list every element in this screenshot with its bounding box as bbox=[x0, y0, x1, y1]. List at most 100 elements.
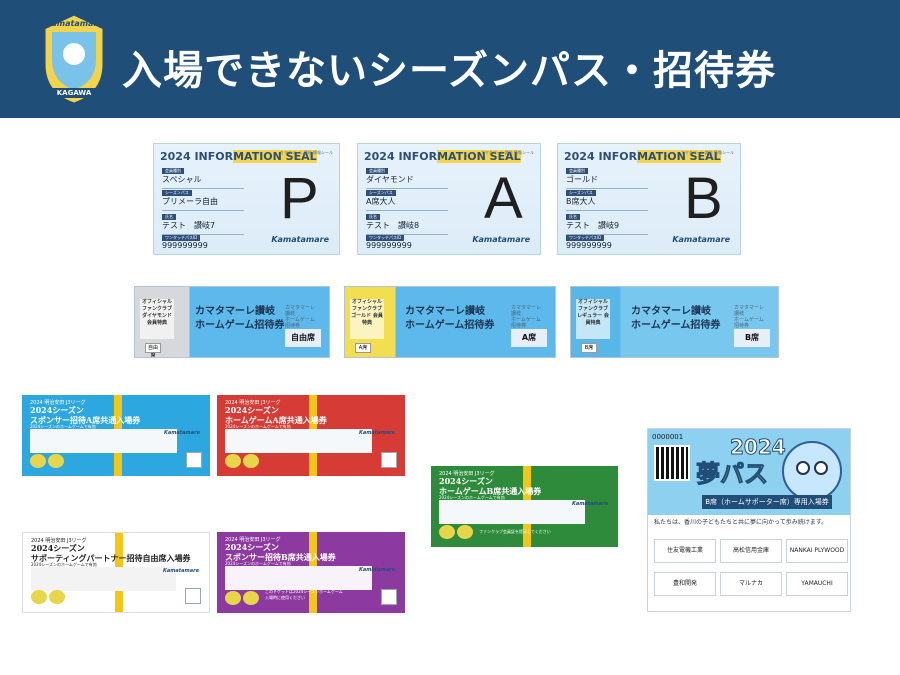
sponsor-league: 2024 明治安田 J3リーグ bbox=[31, 538, 87, 544]
seal-label: ワンタッチパスID bbox=[162, 235, 201, 241]
yume-title: 夢パス bbox=[696, 460, 769, 489]
seal-letter: P bbox=[280, 166, 319, 231]
seal-value: テスト 讃岐7 bbox=[162, 220, 244, 235]
fanclub-side-text: カマタマーレ讃岐 ホームゲーム 招待券 bbox=[511, 305, 542, 329]
seal-letter: B bbox=[684, 166, 723, 231]
seal-label: シーズンパス bbox=[162, 190, 192, 196]
seal-label: ワンタッチパスID bbox=[566, 235, 605, 241]
fanclub-stamp: オフィシャル ファンクラブ ゴールド 会員特典 bbox=[350, 299, 384, 339]
seal-label: ワンタッチパスID bbox=[366, 235, 405, 241]
fanclub-side-text: カマタマーレ讃岐 ホームゲーム 招待券 bbox=[285, 305, 316, 329]
sponsor-league: 2024 明治安田 J3リーグ bbox=[30, 400, 86, 406]
sponsor-emblem bbox=[31, 590, 65, 604]
seal-ticket-p: 2024 INFORMATION SEAL カマタマーレ讃岐 情報シール 会員種… bbox=[153, 143, 340, 255]
seal-value: A席大人 bbox=[366, 196, 448, 211]
seal-label: 氏名 bbox=[566, 214, 580, 220]
sponsor-logo: NANKAI PLYWOOD bbox=[786, 539, 848, 563]
sponsor-emblem bbox=[225, 454, 259, 468]
fanclub-side-text: カマタマーレ讃岐 ホームゲーム 招待券 bbox=[734, 305, 765, 329]
seal-brand: Kamatamare bbox=[472, 235, 530, 244]
sponsor-emblem bbox=[225, 591, 259, 605]
seal-value: 999999999 bbox=[366, 241, 412, 250]
seal-value: ダイヤモンド bbox=[366, 174, 448, 189]
seal-value: B席大人 bbox=[566, 196, 648, 211]
sponsor-body bbox=[439, 500, 585, 524]
sponsor-body bbox=[225, 566, 372, 590]
seal-value: 999999999 bbox=[566, 241, 612, 250]
fanclub-title: カマタマーレ讃岐 ホームゲーム招待券 bbox=[405, 306, 495, 331]
fanclub-ticket-free: オフィシャル ファンクラブ ダイヤモンド 会員特典 カマタマーレ讃岐 ホームゲー… bbox=[134, 286, 330, 358]
seal-letter: A bbox=[484, 166, 523, 231]
seal-value: テスト 讃岐8 bbox=[366, 220, 448, 235]
sponsor-body bbox=[30, 429, 177, 453]
sponsor-ticket-red: 2024 明治安田 J3リーグ 2024シーズン ホームゲームA席共通入場券 2… bbox=[217, 395, 405, 476]
sponsor-note-small: 2024シーズンのホームゲームで有効 bbox=[439, 495, 505, 500]
sponsor-brand: Kamatamare bbox=[358, 430, 395, 436]
sponsor-emblem bbox=[30, 454, 64, 468]
sponsor-logo: YAMAUCHI bbox=[786, 572, 848, 596]
sponsor-title: 2024シーズン ホームゲームA席共通入場券 bbox=[225, 405, 327, 425]
seal-ticket-b: 2024 INFORMATION SEAL カマタマーレ讃岐 情報シール 会員種… bbox=[557, 143, 741, 255]
seal-label: 氏名 bbox=[366, 214, 380, 220]
sponsor-note-small: 2024シーズンのホームゲームで有効 bbox=[225, 561, 291, 566]
sponsor-ticket-white: 2024 明治安田 J3リーグ 2024シーズン サポーティングパートナー招待自… bbox=[22, 532, 210, 613]
fanclub-seat: B席 bbox=[734, 329, 770, 347]
fanclub-badge: 自由席 bbox=[145, 343, 161, 357]
seal-subtitle: カマタマーレ讃岐 情報シール bbox=[480, 150, 534, 155]
sponsor-league: 2024 明治安田 J3リーグ bbox=[225, 537, 281, 543]
seal-brand: Kamatamare bbox=[672, 235, 730, 244]
ticket-box bbox=[186, 452, 202, 468]
ticket-box bbox=[381, 589, 397, 605]
yume-year: 2024 bbox=[730, 435, 787, 460]
seal-subtitle: カマタマーレ讃岐 情報シール bbox=[279, 150, 333, 155]
seal-label: シーズンパス bbox=[366, 190, 396, 196]
sponsor-note-small: 2024シーズンのホームゲームで有効 bbox=[31, 562, 97, 567]
seal-label: 会員種別 bbox=[162, 168, 184, 174]
seal-label: 会員種別 bbox=[566, 168, 588, 174]
seal-label: 氏名 bbox=[162, 214, 176, 220]
seal-label: 会員種別 bbox=[366, 168, 388, 174]
seal-label: シーズンパス bbox=[566, 190, 596, 196]
seal-value: ゴールド bbox=[566, 174, 648, 189]
ticket-box bbox=[381, 452, 397, 468]
fanclub-badge: B席 bbox=[581, 343, 597, 353]
fanclub-seat: A席 bbox=[511, 329, 547, 347]
mascot-icon bbox=[782, 441, 842, 501]
sponsor-note-small: 2024シーズンのホームゲームで有効 bbox=[30, 424, 96, 429]
sponsor-brand: Kamatamare bbox=[571, 501, 608, 507]
fanclub-title: カマタマーレ讃岐 ホームゲーム招待券 bbox=[631, 306, 721, 331]
seal-title: 2024 INFORMATION SEAL bbox=[160, 150, 317, 163]
seal-value: スペシャル bbox=[162, 174, 244, 189]
ticket-box bbox=[185, 588, 201, 604]
sponsor-title: 2024シーズン スポンサー招待A席共通入場券 bbox=[30, 405, 141, 425]
sponsor-league: 2024 明治安田 J3リーグ bbox=[225, 400, 281, 406]
fanclub-stamp: オフィシャル ファンクラブ ダイヤモンド 会員特典 bbox=[140, 299, 174, 339]
sponsor-ticket-purple: 2024 明治安田 J3リーグ 2024シーズン スポンサー招待B席共通入場券 … bbox=[217, 532, 405, 613]
fanclub-ticket-b: オフィシャル ファンクラブ レギュラー 会員特典 カマタマーレ讃岐 ホームゲーム… bbox=[570, 286, 779, 358]
logo-text: Kamatamare bbox=[45, 19, 103, 28]
fanclub-badge: A席 bbox=[355, 343, 371, 353]
seal-value: プリメーラ自由 bbox=[162, 196, 244, 211]
sponsor-logo: 高松信用金庫 bbox=[720, 539, 782, 563]
page-title: 入場できないシーズンパス・招待券 bbox=[122, 48, 776, 94]
sponsor-body bbox=[225, 429, 372, 453]
sponsor-logo: 住友電機工業 bbox=[654, 539, 716, 563]
fanclub-stamp: オフィシャル ファンクラブ レギュラー 会員特典 bbox=[576, 299, 610, 339]
yume-pass-card: 0000001 2024 夢パス B席（ホームサポーター席）専用入場券 私たちは… bbox=[647, 428, 851, 612]
seal-value: 999999999 bbox=[162, 241, 208, 250]
team-logo: Kamatamare KAGAWA bbox=[42, 12, 106, 106]
sponsor-ticket-green: 2024 明治安田 J3リーグ 2024シーズン ホームゲームB席共通入場券 2… bbox=[431, 466, 618, 547]
sponsor-brand: Kamatamare bbox=[163, 430, 200, 436]
sponsor-body bbox=[31, 567, 177, 591]
yume-serial: 0000001 bbox=[652, 433, 684, 441]
yume-description: 私たちは、香川の子どもたちと共に夢に向かって歩み続けます。 bbox=[654, 519, 828, 526]
sponsor-brand: Kamatamare bbox=[162, 568, 199, 574]
fanclub-title: カマタマーレ讃岐 ホームゲーム招待券 bbox=[195, 306, 285, 331]
sponsor-note: ファンクラブ会員証を提示してください bbox=[479, 529, 551, 534]
seal-brand: Kamatamare bbox=[271, 235, 329, 244]
seal-ticket-a: 2024 INFORMATION SEAL カマタマーレ讃岐 情報シール 会員種… bbox=[357, 143, 541, 255]
fanclub-ticket-a: オフィシャル ファンクラブ ゴールド 会員特典 カマタマーレ讃岐 ホームゲーム招… bbox=[344, 286, 556, 358]
sponsor-logo: マルナカ bbox=[720, 572, 782, 596]
seal-title: 2024 INFORMATION SEAL bbox=[364, 150, 521, 163]
fanclub-seat: 自由席 bbox=[285, 329, 321, 347]
